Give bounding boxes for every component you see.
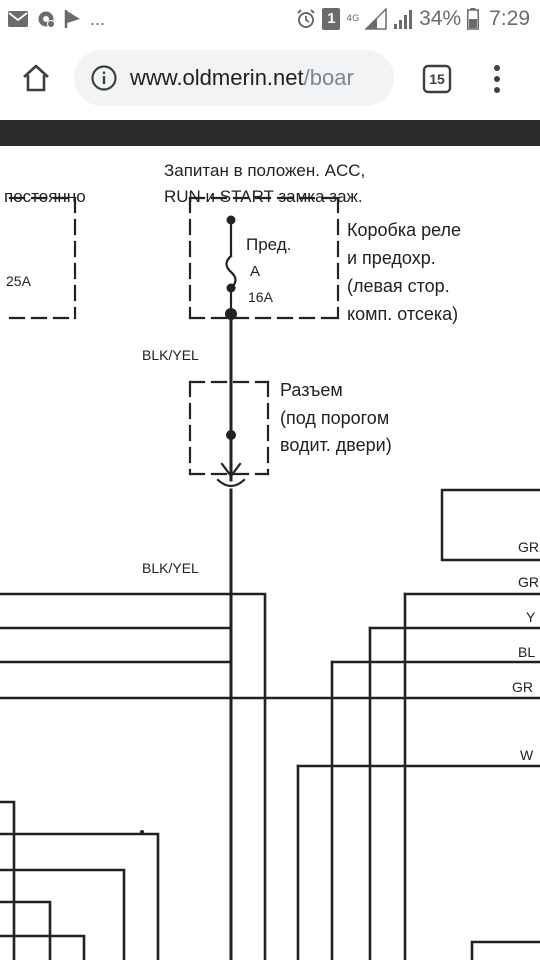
url-bar[interactable]: www.oldmerin.net/boar bbox=[74, 50, 394, 106]
battery-icon bbox=[467, 8, 480, 30]
relay-box-label-4: комп. отсека) bbox=[347, 304, 458, 324]
left-fuse-box bbox=[8, 196, 77, 320]
fuse-label-2: A bbox=[250, 263, 260, 280]
connector-label-3: водит. двери) bbox=[280, 435, 392, 455]
network-type: 4G bbox=[346, 13, 360, 24]
signal-icon-1 bbox=[365, 8, 387, 30]
connector-label-2: (под порогом bbox=[280, 408, 389, 428]
wire-color-gr-2: GR bbox=[518, 574, 539, 590]
relay-box-label-2: и предохр. bbox=[347, 248, 436, 268]
url-path: /boar bbox=[303, 65, 354, 90]
relay-box-label-1: Коробка реле bbox=[347, 220, 461, 240]
wire-color-w: W bbox=[520, 747, 534, 763]
status-left: ... bbox=[8, 8, 105, 30]
top-note-1: Запитан в положен. ACC, bbox=[164, 161, 365, 180]
tab-switcher-button[interactable]: 15 bbox=[422, 64, 452, 94]
notification-badge: 1 bbox=[322, 8, 341, 30]
left-fuse-rating: 25A bbox=[6, 273, 32, 289]
connector-pin bbox=[220, 462, 242, 478]
tab-count: 15 bbox=[429, 71, 445, 87]
connector-label-1: Разъем bbox=[280, 380, 343, 400]
home-button[interactable] bbox=[16, 58, 56, 98]
wire-label-1: BLK/YEL bbox=[142, 347, 199, 363]
wire-bus bbox=[0, 592, 540, 960]
mail-icon bbox=[8, 11, 28, 27]
signal-icon-2 bbox=[394, 10, 413, 29]
info-icon[interactable] bbox=[90, 64, 118, 92]
settings-gear-icon bbox=[38, 11, 55, 28]
status-bar: ... 1 4G 34% 7:29 bbox=[0, 0, 540, 38]
notification-count: 1 bbox=[327, 10, 336, 27]
wire-color-gr-3: GR bbox=[512, 679, 533, 695]
right-module-box bbox=[440, 488, 540, 562]
status-more-indicator: ... bbox=[90, 8, 106, 29]
fuse-label-1: Пред. bbox=[246, 235, 291, 254]
status-time: 7:29 bbox=[489, 7, 530, 30]
junction-dots bbox=[140, 215, 237, 834]
page-header-strip bbox=[0, 120, 540, 146]
url-domain: www.oldmerin.net bbox=[130, 65, 304, 90]
status-right: 1 4G 34% 7:29 bbox=[296, 6, 530, 32]
top-note-2: RUN и START замка заж. bbox=[164, 187, 363, 206]
wiring-diagram: Запитан в положен. ACC, RUN и START замк… bbox=[0, 161, 540, 960]
wire-color-y: Y bbox=[526, 609, 536, 625]
battery-percent: 34% bbox=[419, 7, 462, 30]
fuse-label-3: 16A bbox=[248, 289, 274, 305]
url-text[interactable]: www.oldmerin.net/boar bbox=[130, 64, 354, 92]
send-flag-icon bbox=[64, 10, 80, 28]
wire-label-2: BLK/YEL bbox=[142, 560, 199, 576]
connector-socket bbox=[216, 478, 246, 488]
left-label: постоянно bbox=[4, 187, 86, 206]
tab-switcher-icon bbox=[422, 64, 452, 94]
home-icon bbox=[23, 64, 49, 92]
more-vert-icon bbox=[494, 65, 500, 93]
relay-fuse-box bbox=[188, 196, 340, 320]
wire-color-gr-1: GR bbox=[518, 539, 539, 555]
overflow-menu-button[interactable] bbox=[482, 62, 512, 96]
relay-box-label-3: (левая стор. bbox=[347, 276, 450, 296]
page-content[interactable]: Запитан в положен. ACC, RUN и START замк… bbox=[0, 120, 540, 960]
alarm-clock-icon bbox=[297, 9, 316, 28]
wire-color-bl: BL bbox=[518, 644, 535, 660]
browser-toolbar: www.oldmerin.net/boar 15 bbox=[0, 38, 540, 120]
connector-box bbox=[188, 380, 270, 476]
fuse-16a bbox=[225, 218, 237, 316]
